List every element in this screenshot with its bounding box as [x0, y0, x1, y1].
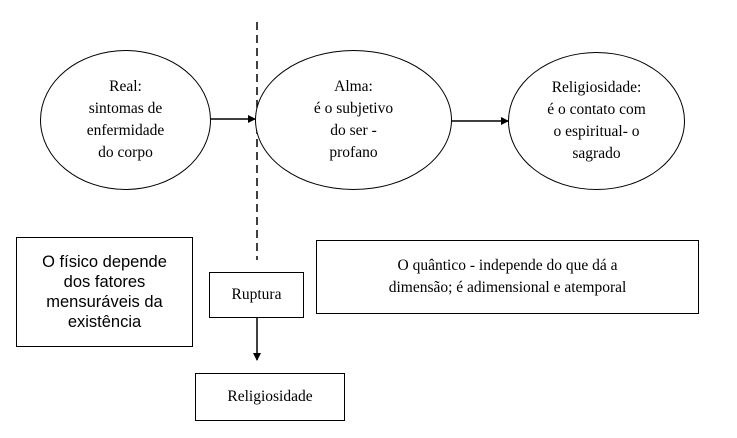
- node-alma-text: Alma: é o subjetivo do ser - profano: [314, 76, 393, 164]
- box-quantico: O quântico - independe do que dá a dimen…: [316, 240, 699, 314]
- node-religiosidade-circle-text: Religiosidade: é o contato com o espirit…: [547, 77, 646, 165]
- box-religiosidade: Religiosidade: [195, 373, 345, 421]
- box-ruptura-text: Ruptura: [232, 284, 282, 306]
- box-fisico: O físico depende dos fatores mensuráveis…: [16, 237, 193, 347]
- box-religiosidade-text: Religiosidade: [227, 386, 312, 408]
- box-quantico-text: O quântico - independe do que dá a dimen…: [389, 255, 627, 299]
- box-fisico-text: O físico depende dos fatores mensuráveis…: [42, 252, 167, 332]
- node-alma: Alma: é o subjetivo do ser - profano: [255, 50, 452, 190]
- node-real: Real: sintomas de enfermidade do corpo: [40, 50, 211, 190]
- box-ruptura: Ruptura: [209, 272, 304, 318]
- node-real-text: Real: sintomas de enfermidade do corpo: [87, 76, 164, 164]
- node-religiosidade-circle: Religiosidade: é o contato com o espirit…: [508, 52, 685, 190]
